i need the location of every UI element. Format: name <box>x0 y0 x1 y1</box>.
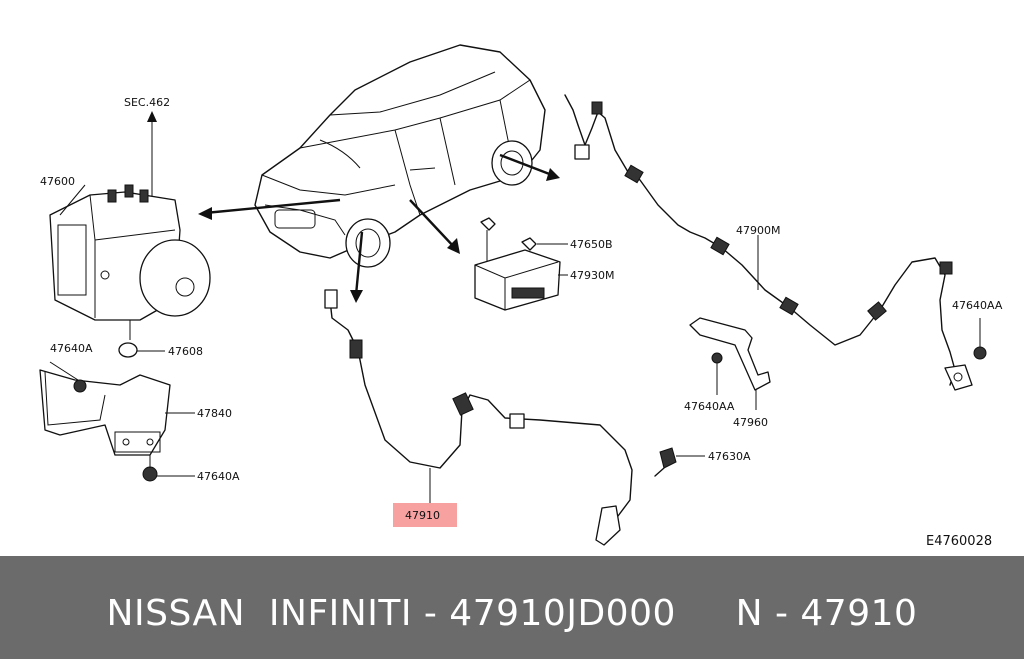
abs-sensor-diagram: SEC.462 47600 47640A 47608 47840 47640A … <box>39 44 1003 549</box>
label-47640aa-right: 47640AA <box>952 299 1003 312</box>
label-47910: 47910 <box>405 509 440 522</box>
label-47608: 47608 <box>168 345 203 358</box>
diagram-code: E4760028 <box>926 534 992 549</box>
sensor-bolt <box>654 447 705 477</box>
vehicle-illustration <box>254 44 546 268</box>
rear-sensor-bracket <box>689 317 771 410</box>
label-sec-462: SEC.462 <box>124 96 170 109</box>
label-47630a: 47630A <box>708 450 751 463</box>
label-47960: 47960 <box>733 416 768 429</box>
part-number-text: NISSAN INFINITI - 47910JD000 N - 47910 <box>106 593 918 634</box>
part-number-banner: NISSAN INFINITI - 47910JD000 N - 47910 <box>0 556 1024 659</box>
label-47840: 47840 <box>197 407 232 420</box>
label-47600: 47600 <box>40 175 75 188</box>
label-47640a-bottom: 47640A <box>197 470 240 483</box>
label-47930m: 47930M <box>570 269 614 282</box>
location-arrows <box>198 153 560 303</box>
rear-wheel-sensor-harness <box>564 94 987 391</box>
label-47650b: 47650B <box>570 238 613 251</box>
label-47640a-top: 47640A <box>50 342 93 355</box>
highlight-box <box>393 503 457 527</box>
actuator-bracket <box>39 342 171 482</box>
leader-lines <box>49 184 981 477</box>
front-wheel-sensor-harness <box>324 289 633 546</box>
sensor-control-unit <box>474 217 561 311</box>
label-47640aa-mid: 47640AA <box>684 400 735 413</box>
abs-actuator-unit <box>49 111 211 340</box>
label-47900m: 47900M <box>736 224 780 237</box>
